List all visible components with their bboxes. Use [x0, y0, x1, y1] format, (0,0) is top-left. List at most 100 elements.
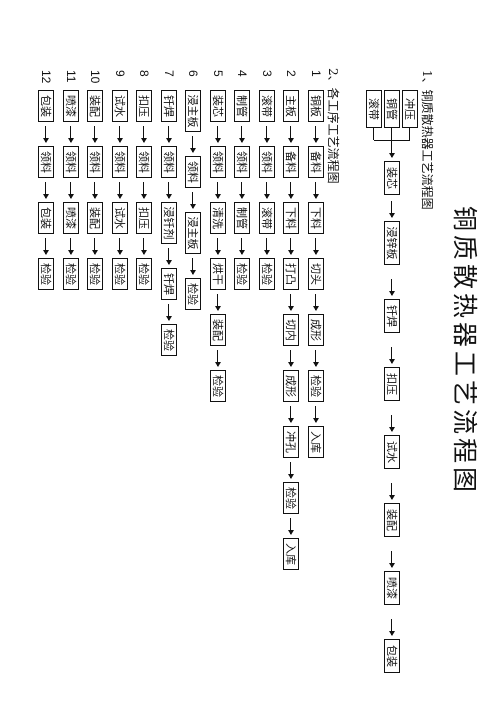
flow-arrow [391, 201, 392, 217]
row-step-box: 领料 [112, 146, 128, 178]
row-step-box: 检验 [259, 258, 275, 290]
flow-arrow [290, 126, 292, 142]
row-step-box: 成形 [283, 370, 300, 402]
flow-arrow [143, 238, 145, 254]
row-step-box: 装配 [87, 202, 104, 234]
chain-step: 包装 [384, 639, 400, 673]
flow-arrow [391, 279, 392, 295]
flow-arrow [315, 406, 316, 422]
row-step-box: 清洗 [210, 202, 226, 234]
input-box: 铜管 [384, 90, 400, 128]
flow-arrow [290, 406, 292, 422]
flow-arrow [391, 551, 392, 567]
row-step-box: 领料 [161, 146, 177, 178]
row-step-box: 下料 [308, 202, 324, 234]
flow-arrow [290, 518, 292, 534]
row-step-box: 制管 [234, 202, 251, 234]
row-step-box: 滚带 [259, 202, 275, 234]
row-step-box: 包装 [38, 202, 55, 234]
row-step-box: 领料 [234, 146, 251, 178]
flow-arrow [315, 350, 316, 366]
row-number: 3 [260, 70, 274, 77]
row-step-box: 检验 [185, 278, 202, 310]
row-number: 8 [137, 70, 152, 77]
chain-step: 装配 [384, 503, 400, 537]
row-step-box: 烘干 [210, 258, 226, 290]
row-number: 5 [211, 70, 225, 77]
flow-arrow [192, 258, 194, 274]
row-title-box: 喷漆 [63, 90, 79, 122]
flow-arrow [290, 294, 292, 310]
input-box: 冲压 [402, 90, 418, 128]
row-step-box: 成形 [308, 314, 324, 346]
row-title-box: 铜板 [308, 90, 324, 122]
row-step-box: 检验 [283, 482, 300, 514]
flow-arrow [391, 483, 392, 499]
flow-arrow [241, 238, 243, 254]
row-step-box: 检验 [308, 370, 324, 402]
row-step-box: 领料 [210, 146, 226, 178]
row-number: 12 [39, 70, 54, 84]
flow-arrow [143, 126, 145, 142]
row-number: 11 [64, 70, 78, 83]
row-number: 10 [88, 70, 103, 84]
row-step-box: 下料 [283, 202, 300, 234]
row-step-box: 检验 [161, 324, 177, 356]
row-step-box: 冲孔 [283, 426, 300, 458]
flow-arrow [168, 126, 169, 142]
flow-arrow [391, 347, 392, 363]
row-step-box: 扣压 [136, 202, 153, 234]
row-step-box: 检验 [87, 258, 104, 290]
row-step-box: 切头 [308, 258, 324, 290]
row-title-box: 制管 [234, 90, 251, 122]
flow-arrow [70, 238, 71, 254]
page-title: 铜质散热器工艺流程图 [450, 205, 479, 496]
row-step-box: 装配 [210, 314, 226, 346]
merge-branch [409, 128, 410, 140]
flow-arrow [241, 182, 243, 198]
row-title-box: 装芯 [210, 90, 226, 122]
section1-heading: 1、铜质散热器工艺流程图 [420, 70, 434, 210]
flow-arrow [217, 350, 218, 366]
row-step-box: 试水 [112, 202, 128, 234]
chain-step: 试水 [384, 435, 400, 469]
chain-step: 钎焊 [384, 299, 400, 333]
row-number: 4 [235, 70, 250, 77]
flow-arrow [192, 192, 194, 208]
chain-step: 装芯 [384, 161, 400, 195]
flow-arrow [94, 126, 96, 142]
flow-arrow [119, 126, 120, 142]
flow-arrow [45, 238, 47, 254]
row-title-box: 钎焊 [161, 90, 177, 122]
flow-arrow [217, 126, 218, 142]
row-step-box: 入库 [283, 538, 300, 570]
flow-arrow [168, 182, 169, 198]
chain-step: 扣压 [384, 367, 400, 401]
input-box: 滚带 [366, 90, 382, 128]
flow-arrow [94, 238, 96, 254]
row-step-box: 领料 [87, 146, 104, 178]
flow-arrow [266, 182, 267, 198]
row-number: 6 [186, 70, 201, 77]
flow-arrow [143, 182, 145, 198]
row-step-box: 领料 [185, 156, 202, 188]
flow-arrow [70, 126, 71, 142]
row-number: 2 [284, 70, 299, 77]
row-step-box: 检验 [38, 258, 55, 290]
row-step-box: 检验 [63, 258, 79, 290]
flow-arrow [290, 238, 292, 254]
section2-heading: 2、各工序工艺流程图 [326, 68, 340, 184]
flow-arrow [168, 248, 169, 264]
row-title-box: 包装 [38, 90, 55, 122]
merge-branch [391, 128, 392, 140]
flow-arrow [119, 238, 120, 254]
flow-arrow [290, 462, 292, 478]
row-step-box: 检验 [210, 370, 226, 402]
flow-arrow [45, 126, 47, 142]
flow-arrow [217, 294, 218, 310]
row-step-box: 领料 [259, 146, 275, 178]
row-step-box: 检验 [136, 258, 153, 290]
row-step-box: 领料 [63, 146, 79, 178]
row-step-box: 备料 [308, 146, 324, 178]
